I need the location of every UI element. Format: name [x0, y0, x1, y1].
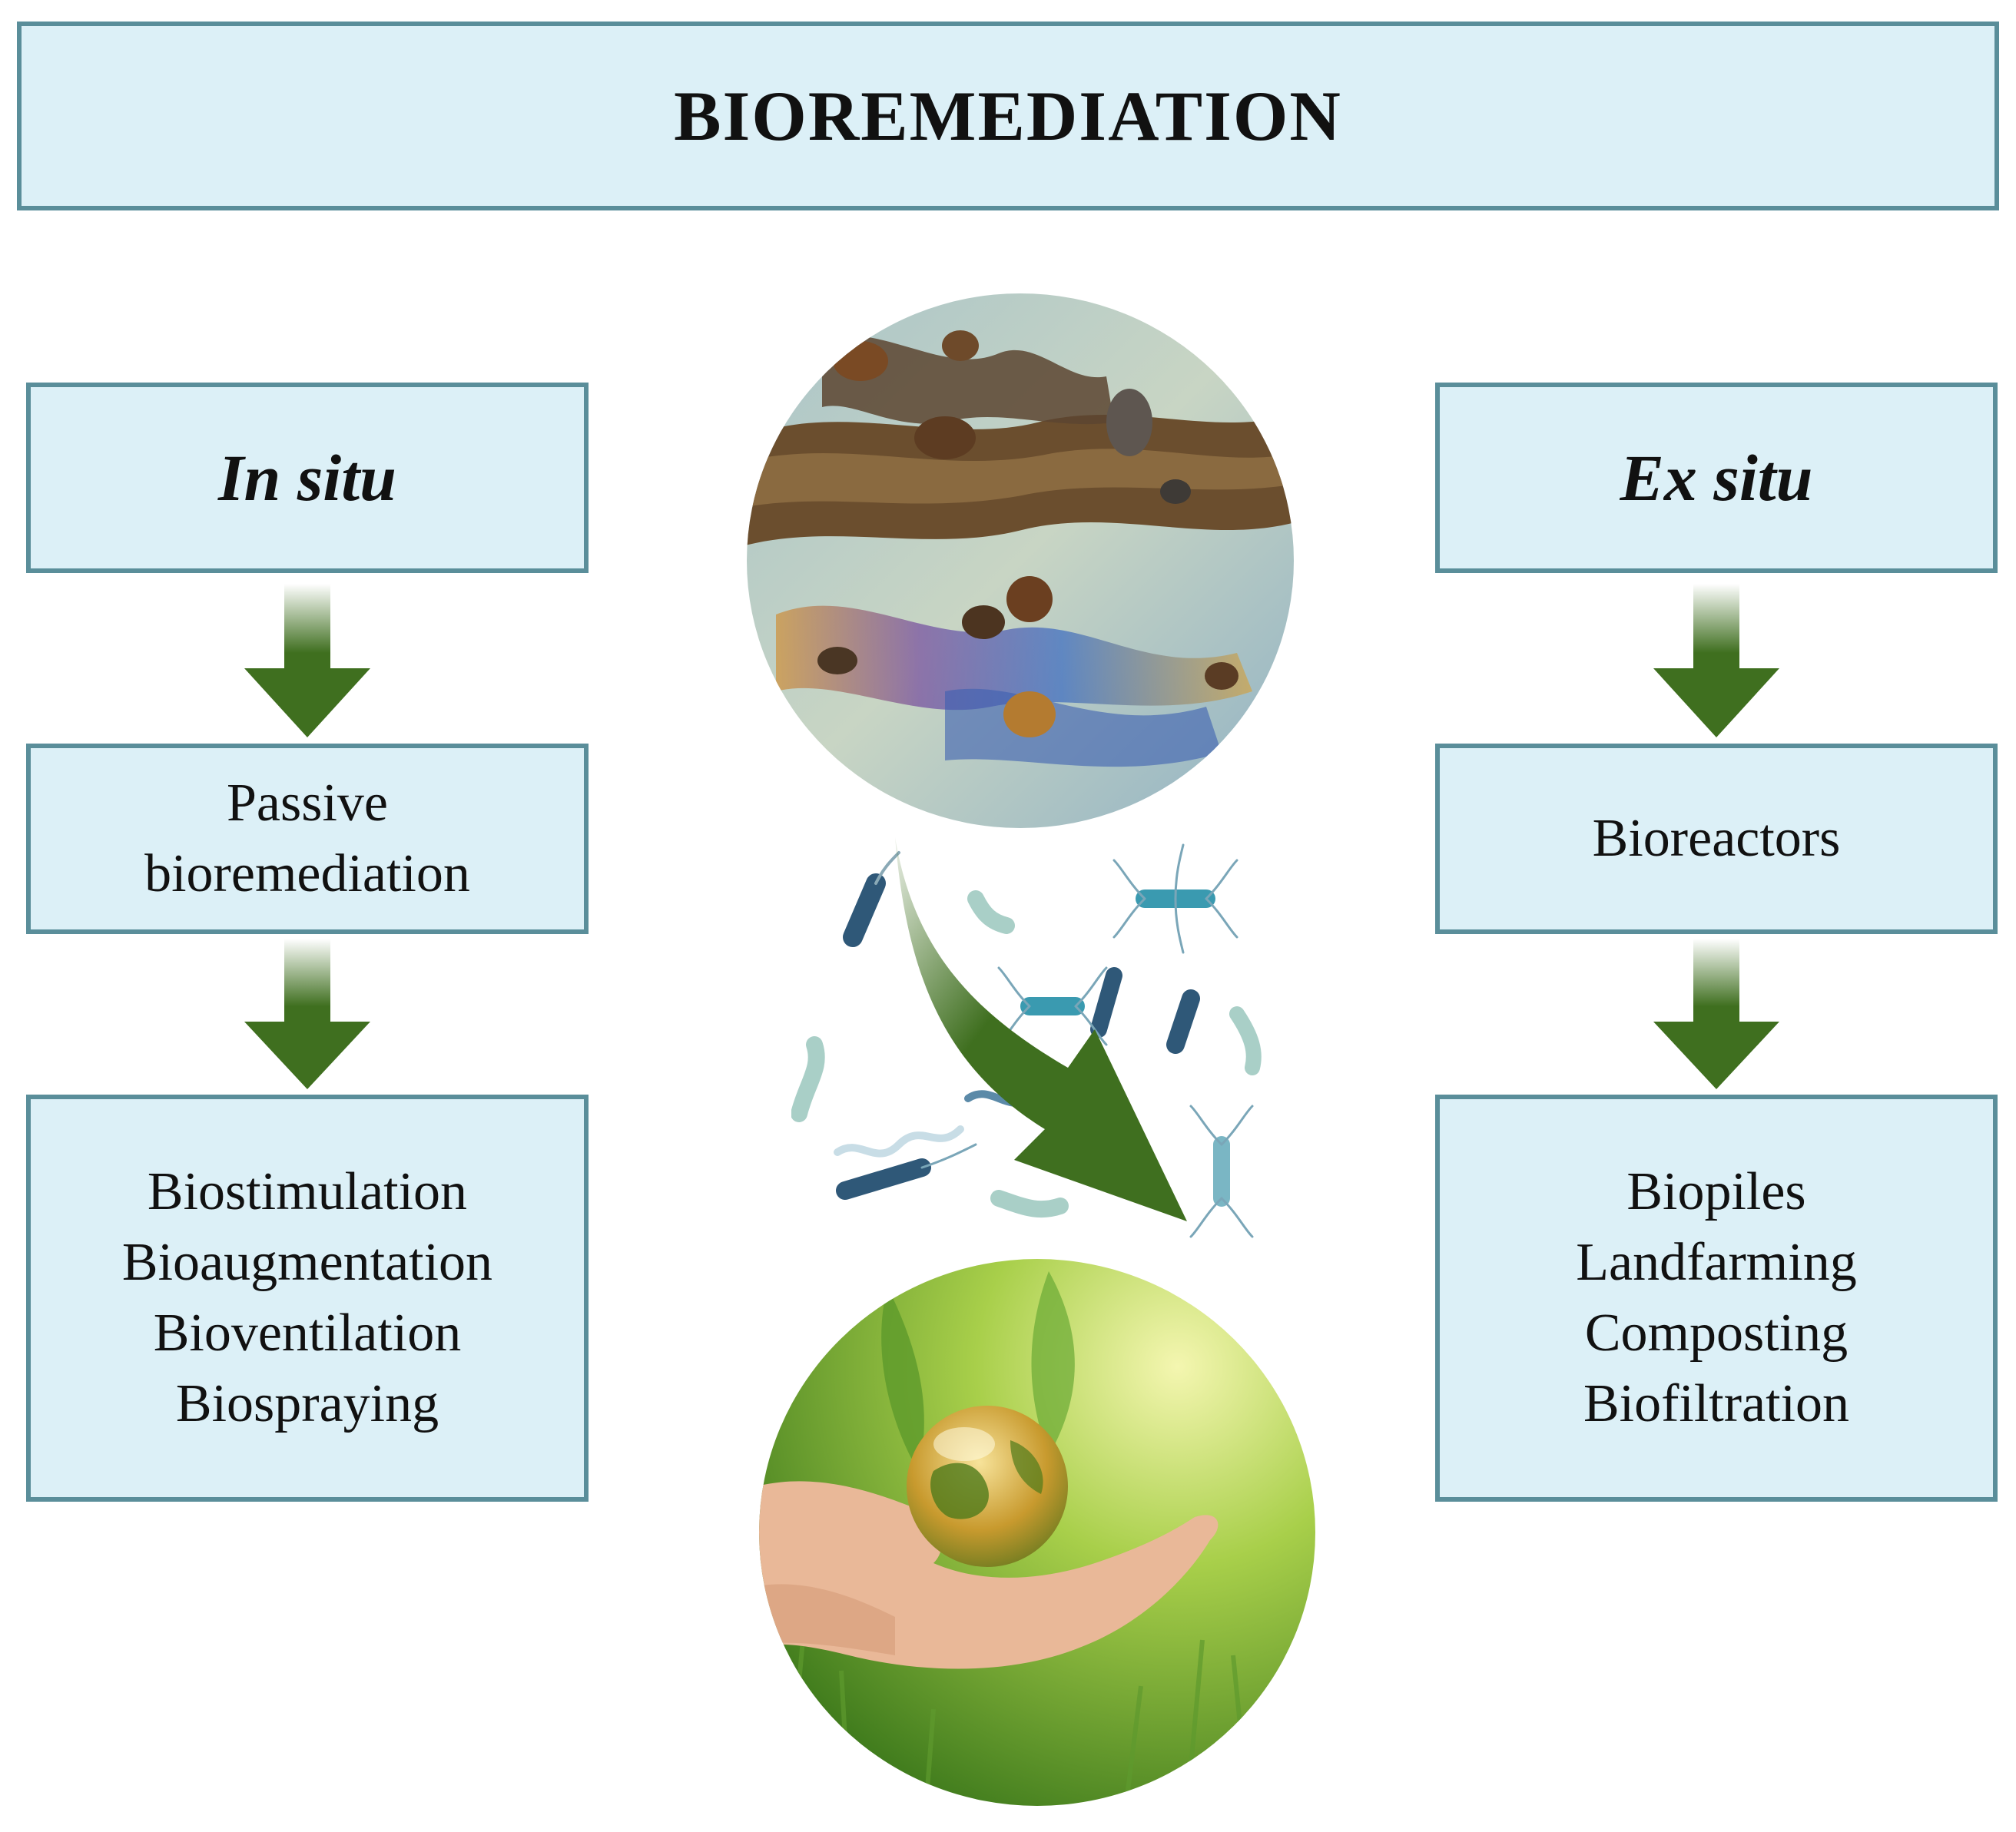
method-item: Bioaugmentation: [121, 1233, 493, 1292]
method-item: Biostimulation: [147, 1162, 468, 1221]
method-item: Landfarming: [1576, 1233, 1857, 1292]
bioreactors-label: Bioreactors: [1592, 809, 1841, 868]
ex-situ-box: Ex situ: [1435, 383, 1998, 573]
passive-line-1: Passive: [226, 774, 388, 833]
hands-holding-globe-image-icon: [759, 1259, 1315, 1806]
ex-situ-methods-box: Biopiles Landfarming Composting Biofiltr…: [1435, 1095, 1998, 1502]
down-arrow-icon: [244, 584, 370, 737]
bacteria-cluster-icon: [791, 837, 1262, 1238]
bioreactors-box: Bioreactors: [1435, 744, 1998, 934]
in-situ-heading: In situ: [218, 441, 396, 515]
down-arrow-icon: [244, 939, 370, 1089]
method-item: Bioventilation: [153, 1304, 462, 1363]
method-item: Biopiles: [1626, 1162, 1806, 1221]
method-item: Biofiltration: [1583, 1374, 1850, 1433]
in-situ-box: In situ: [26, 383, 589, 573]
passive-line-2: bioremediation: [144, 844, 470, 903]
in-situ-methods-box: Biostimulation Bioaugmentation Bioventil…: [26, 1095, 589, 1502]
passive-bioremediation-box: Passive bioremediation: [26, 744, 589, 934]
method-item: Composting: [1584, 1304, 1849, 1363]
diagram-title: BIOREMEDIATION: [674, 77, 1342, 155]
ex-situ-heading: Ex situ: [1620, 441, 1813, 515]
down-arrow-icon: [1653, 939, 1779, 1089]
oil-spill-image-icon: [747, 293, 1294, 828]
method-item: Biospraying: [175, 1374, 439, 1433]
title-box: BIOREMEDIATION: [17, 22, 1999, 210]
down-arrow-icon: [1653, 584, 1779, 737]
